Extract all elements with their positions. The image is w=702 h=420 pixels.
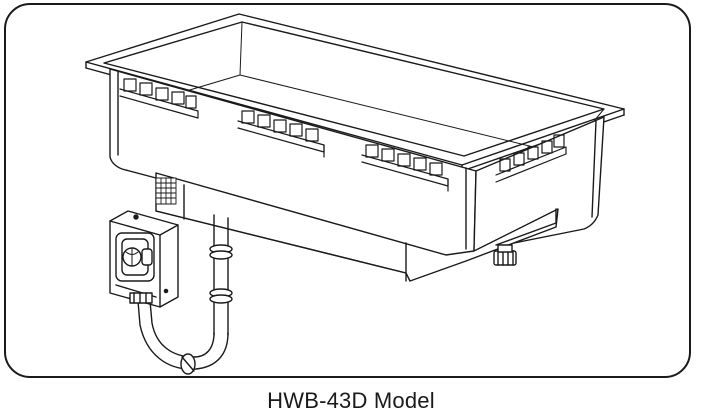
drain-fitting bbox=[493, 244, 517, 266]
control-box-icon bbox=[109, 210, 179, 308]
conduit-pipe bbox=[209, 214, 233, 336]
conduit-hose-icon bbox=[137, 300, 229, 375]
heater-clips-side bbox=[495, 134, 567, 183]
vent-grille bbox=[155, 177, 177, 205]
heater-clips-middle bbox=[237, 110, 325, 158]
heater-clips-right bbox=[361, 144, 449, 192]
well-base-housing bbox=[155, 172, 559, 282]
heater-clips-left bbox=[119, 78, 199, 119]
diagram-frame bbox=[4, 3, 691, 378]
hot-well-drawing bbox=[85, 13, 625, 375]
model-caption: HWB-43D Model bbox=[267, 388, 435, 413]
